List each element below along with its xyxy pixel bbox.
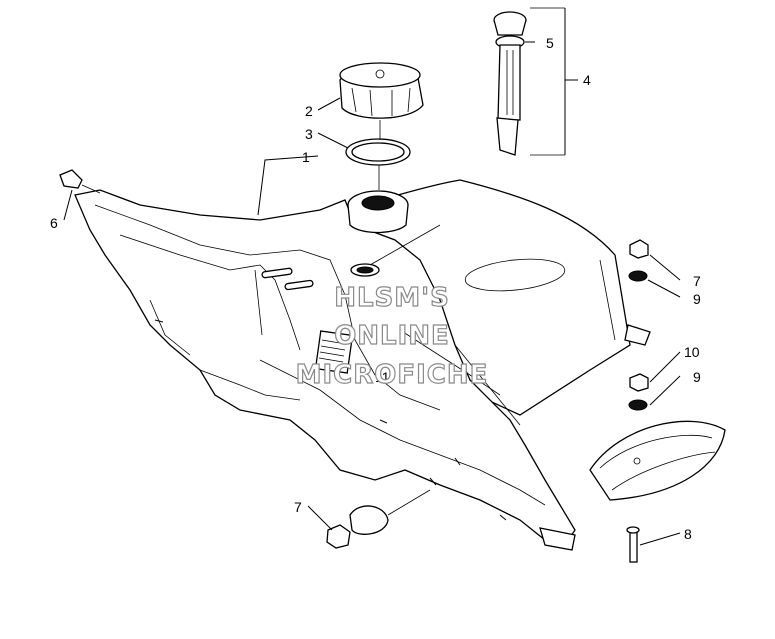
callout-2: 2 <box>305 103 313 119</box>
callout-10: 10 <box>684 344 700 360</box>
callout-11: 11 <box>375 369 390 385</box>
washer-upper-right[interactable] <box>628 270 648 282</box>
callout-9-lower: 9 <box>693 369 701 385</box>
washer-lower-right[interactable] <box>628 399 648 411</box>
watermark: HLSM'S ONLINE MICROFICHE <box>295 282 489 390</box>
callout-1: 1 <box>302 149 310 165</box>
tank-dome-recess <box>464 258 566 292</box>
callout-4: 4 <box>583 72 591 88</box>
callout-3: 3 <box>305 126 313 142</box>
heat-shield[interactable] <box>589 420 726 501</box>
callout-7-upper: 7 <box>693 273 701 289</box>
fuel-sender[interactable] <box>493 11 527 156</box>
clip-left[interactable] <box>59 169 83 189</box>
watermark-line-3: MICROFICHE <box>296 360 489 390</box>
callout-8: 8 <box>684 526 692 542</box>
bolt-lower[interactable] <box>626 526 640 563</box>
callout-labels: 1 2 3 4 5 6 7 7 8 9 9 10 11 <box>50 35 701 542</box>
callout-9-upper: 9 <box>693 291 701 307</box>
fuel-tank-assembly <box>74 179 651 551</box>
callout-5: 5 <box>546 35 554 51</box>
callout-6: 6 <box>50 215 58 231</box>
nut-lower-left[interactable] <box>326 524 351 549</box>
watermark-line-2: ONLINE <box>334 321 450 351</box>
nut-lower-right[interactable] <box>629 373 649 392</box>
warning-label <box>314 330 354 374</box>
fuel-cap[interactable] <box>339 62 424 119</box>
filler-opening <box>361 195 395 211</box>
nut-upper-right[interactable] <box>629 239 649 259</box>
callout-7-lower: 7 <box>294 499 302 515</box>
cap-gasket[interactable] <box>345 138 411 166</box>
grommet-lower[interactable] <box>349 505 389 535</box>
watermark-line-1: HLSM'S <box>334 283 450 313</box>
leader-lines <box>63 8 681 546</box>
